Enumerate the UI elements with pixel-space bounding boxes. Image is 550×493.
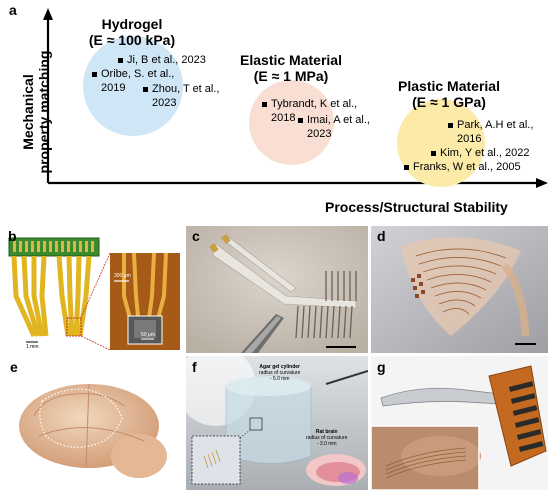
ref-imai: Imai, A et al., 2023 xyxy=(298,113,370,141)
rat-label-line2: radius of curvature xyxy=(306,435,348,441)
y-axis-label-line1: Mechanical xyxy=(20,74,36,150)
x-axis-label: Process/Structural Stability xyxy=(325,199,508,215)
ref-imai-line2: 2023 xyxy=(307,128,332,140)
ref-tybrandt: Tybrandt, K et al., 2018 xyxy=(262,97,357,125)
panel-b: b 1 mm 300 μm 50 μm xyxy=(4,226,184,353)
panel-f-photo xyxy=(186,356,368,490)
ref-oribe-line1: Oribe, S. et al., xyxy=(101,68,175,80)
hydrogel-circle xyxy=(83,36,183,136)
panel-c: c xyxy=(186,226,368,353)
ref-ji-text: Ji, B et al., 2023 xyxy=(127,54,206,66)
panel-b-letter: b xyxy=(8,228,17,244)
elastic-circle xyxy=(249,80,334,165)
panel-d-letter: d xyxy=(377,228,386,244)
elastic-title-line2: (E ≈ 1 MPa) xyxy=(253,68,329,84)
bullet xyxy=(118,57,123,63)
ref-zhou-line1: Zhou, T et al., xyxy=(152,83,220,95)
ref-ji: Ji, B et al., 2023 xyxy=(118,53,206,67)
plastic-title-line2: (E ≈ 1 GPa) xyxy=(412,94,486,110)
ref-kim: Kim, Y et al., 2022 xyxy=(431,146,529,160)
ref-park-line1: Park, A.H et al., xyxy=(457,119,534,131)
ref-park: Park, A.H et al., 2016 xyxy=(448,118,533,146)
ref-tybrandt-line2: 2018 xyxy=(271,112,296,124)
panel-b-scale-left: 1 mm xyxy=(26,344,39,350)
panel-b-illustration xyxy=(8,237,180,351)
plastic-circle xyxy=(397,99,485,187)
bullet xyxy=(404,164,409,170)
agar-label: Agar gel cylinder radius of curvature - … xyxy=(259,364,300,382)
panel-a-letter: a xyxy=(9,2,17,18)
ref-franks-text: Franks, W et al., 2005 xyxy=(413,161,521,173)
rat-label-line3: - 3.0 mm xyxy=(316,441,337,447)
bullet xyxy=(431,150,436,156)
ref-tybrandt-line1: Tybrandt, K et al., xyxy=(271,98,358,110)
rat-label-line1: Rat brain xyxy=(315,429,338,435)
panel-g-letter: g xyxy=(377,359,386,375)
panel-e: e xyxy=(4,356,184,490)
panel-b-scale-inset: 50 μm xyxy=(141,332,155,338)
ref-oribe-line2: 2019 xyxy=(101,82,126,94)
elastic-title: Elastic Material (E ≈ 1 MPa) xyxy=(226,52,356,84)
panel-e-photo xyxy=(19,383,167,478)
rat-brain-label: Rat brain radius of curvature - 3.0 mm xyxy=(306,429,347,447)
plastic-title: Plastic Material (E ≈ 1 GPa) xyxy=(384,78,514,110)
hydrogel-title-line2: (E ≈ 100 kPa) xyxy=(88,32,176,48)
bullet xyxy=(262,101,267,107)
ref-kim-text: Kim, Y et al., 2022 xyxy=(440,147,530,159)
bullet xyxy=(298,117,303,123)
panel-g-photo xyxy=(371,365,547,490)
agar-label-line1: Agar gel cylinder xyxy=(259,364,300,370)
panel-f: f Agar gel cylinder radius of curvature … xyxy=(186,356,368,490)
plastic-title-line1: Plastic Material xyxy=(398,78,500,94)
panel-f-letter: f xyxy=(192,359,197,375)
agar-label-line3: - 5.0 mm xyxy=(269,376,290,382)
bullet xyxy=(143,86,148,92)
agar-label-line2: radius of curvature xyxy=(259,370,301,376)
panel-d: d xyxy=(371,226,548,353)
ref-imai-line1: Imai, A et al., xyxy=(307,114,370,126)
panel-a: a Mechanical property matching Process/S… xyxy=(0,0,550,222)
panel-c-letter: c xyxy=(192,228,200,244)
ref-park-line2: 2016 xyxy=(457,133,482,145)
hydrogel-title-line1: Hydrogel xyxy=(101,16,163,32)
ref-zhou: Zhou, T et al., 2023 xyxy=(143,82,219,110)
panel-b-scale-right-top: 300 μm xyxy=(114,273,131,279)
ref-oribe: Oribe, S. et al., 2019 xyxy=(92,67,174,95)
panel-d-photo xyxy=(371,226,548,353)
ref-zhou-line2: 2023 xyxy=(152,97,177,109)
hydrogel-title: Hydrogel (E ≈ 100 kPa) xyxy=(72,16,192,48)
elastic-title-line1: Elastic Material xyxy=(240,52,342,68)
bullet xyxy=(92,71,97,77)
panel-e-letter: e xyxy=(10,359,18,375)
panel-g: g xyxy=(371,356,548,490)
ref-franks: Franks, W et al., 2005 xyxy=(404,160,521,174)
bullet xyxy=(448,122,453,128)
panel-c-photo xyxy=(186,226,368,353)
